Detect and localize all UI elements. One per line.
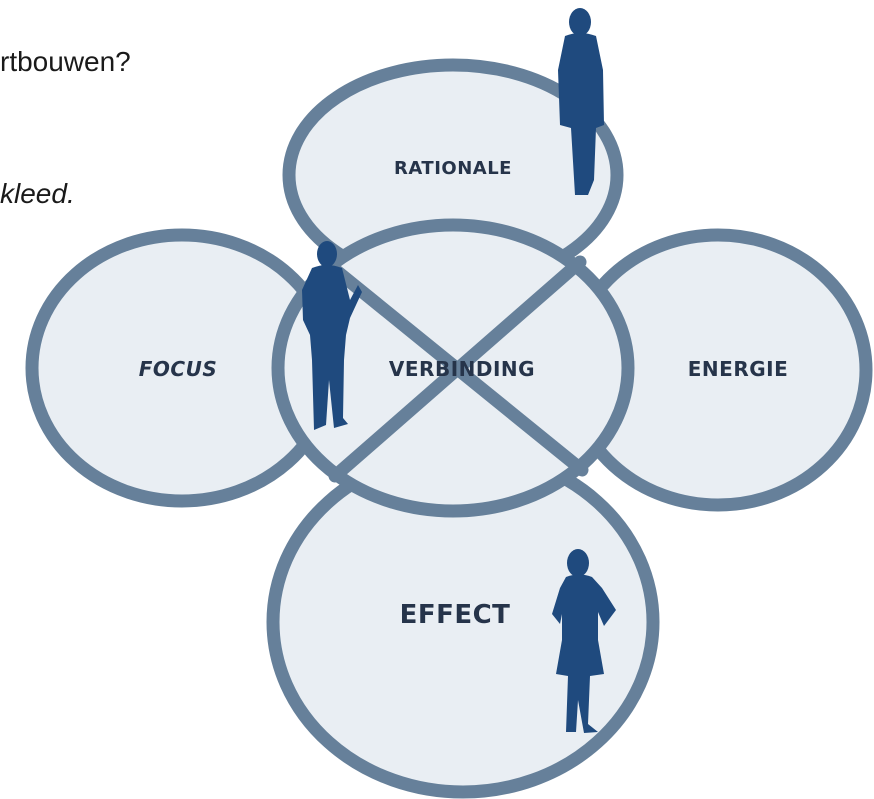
question-text-line: rtbouwen? [0, 46, 131, 77]
label-focus: FOCUS [139, 357, 218, 381]
label-effect: EFFECT [400, 600, 511, 630]
woman-hands-on-hips-figure [552, 549, 616, 733]
man-standing-figure [302, 241, 362, 430]
label-verbinding: VERBINDING [389, 357, 535, 381]
italic-text-line: kleed. [0, 178, 75, 209]
label-rationale: RATIONALE [394, 158, 512, 179]
woman-standing-figure [558, 8, 604, 195]
label-energie: ENERGIE [688, 357, 788, 381]
cross-line-b [328, 255, 587, 483]
